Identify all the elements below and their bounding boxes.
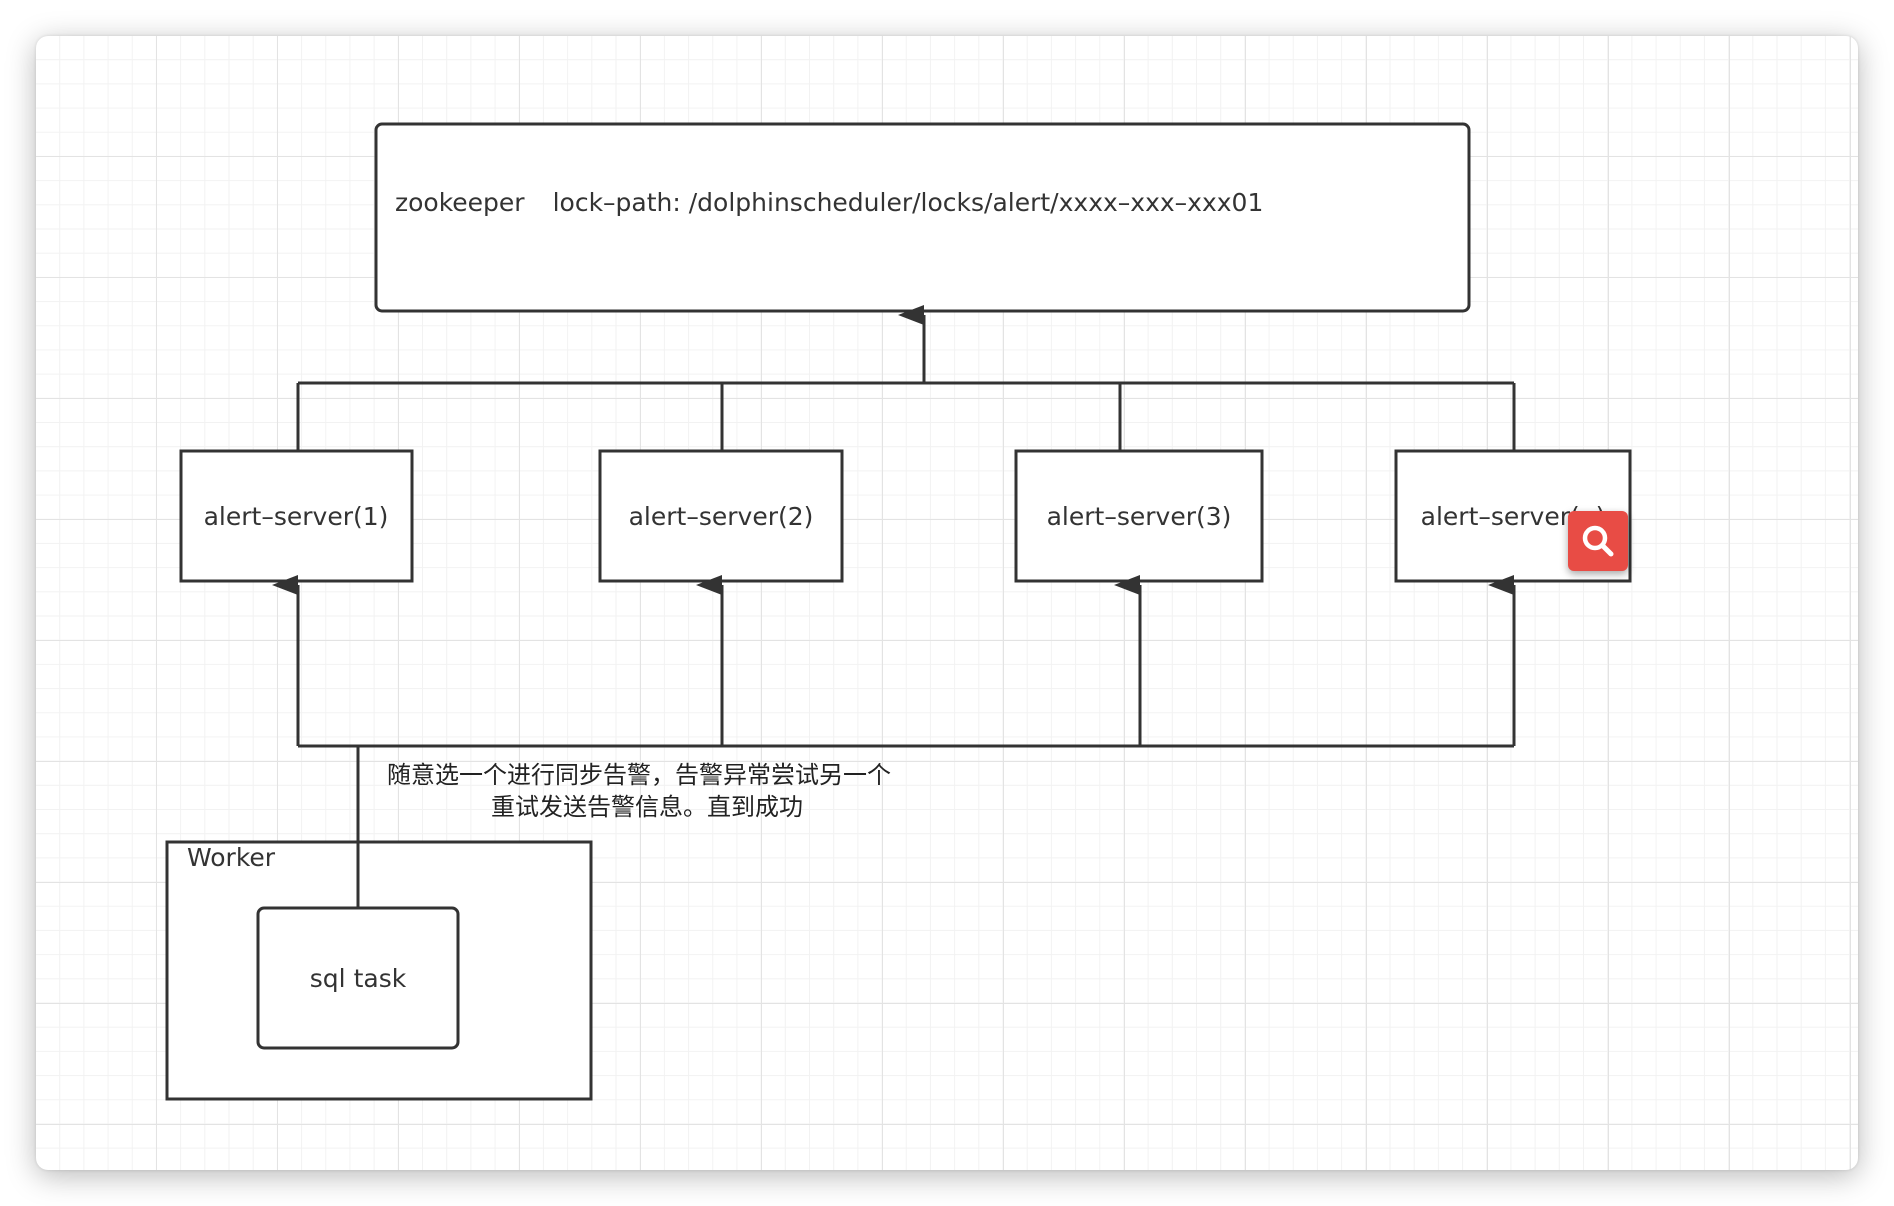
zookeeper-node (374, 122, 1471, 313)
alert-server-label-1: alert–server(1) (204, 502, 389, 531)
alert-server-node-2 (598, 449, 844, 583)
zoom-button[interactable] (1568, 511, 1628, 571)
zookeeper-label: zookeeper lock–path: /dolphinscheduler/lo… (395, 188, 1263, 217)
alert-server-label-2: alert–server(2) (629, 502, 814, 531)
alert-server-node-1 (179, 449, 414, 583)
sql-task-label: sql task (310, 964, 407, 993)
alert-server-node-3 (1014, 449, 1264, 583)
zookeeper-lock-path: lock–path: /dolphinscheduler/locks/alert… (553, 188, 1264, 217)
sql-task-node (256, 906, 460, 1050)
worker-label: Worker (187, 843, 276, 872)
magnifier-icon (1582, 525, 1614, 557)
note-line-2: 重试发送告警信息。直到成功 (491, 793, 803, 821)
alert-server-label-3: alert–server(3) (1047, 502, 1232, 531)
zookeeper-name: zookeeper (395, 188, 525, 217)
note-line-1: 随意选一个进行同步告警，告警异常尝试另一个 (387, 761, 891, 789)
architecture-diagram: zookeeper lock–path: /dolphinscheduler/lo… (165, 122, 1632, 1101)
diagram-canvas: zookeeper lock–path: /dolphinscheduler/lo… (36, 36, 1858, 1170)
